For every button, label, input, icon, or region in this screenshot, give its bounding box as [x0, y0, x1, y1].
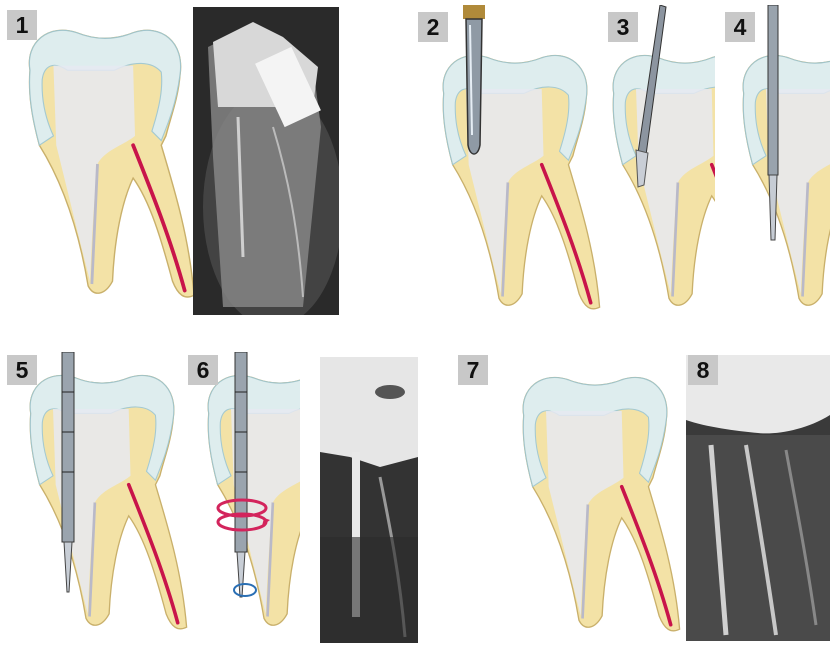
tooth-cross-section-icon — [500, 362, 690, 647]
radiograph-image — [320, 357, 418, 643]
tooth-cross-section-icon — [425, 40, 605, 325]
rotation-arrows-icon — [230, 578, 260, 602]
drill-bur-icon — [460, 5, 490, 165]
step-number-2: 2 — [418, 12, 448, 42]
step-number-6: 6 — [188, 355, 218, 385]
rotation-arrows-icon — [212, 490, 272, 540]
step-number-7: 7 — [458, 355, 488, 385]
step-7-tooth — [500, 362, 690, 647]
step-number-5: 5 — [7, 355, 37, 385]
step-number-3: 3 — [608, 12, 638, 42]
tooth-cross-section-icon — [10, 14, 200, 314]
step-number-1: 1 — [7, 10, 37, 40]
radiograph-image — [193, 7, 339, 315]
step-2-tooth — [425, 40, 605, 325]
tooth-cross-section-icon — [12, 360, 192, 645]
endodontic-file-icon — [231, 352, 251, 602]
step-number-4: 4 — [725, 12, 755, 42]
step-5-tooth — [12, 360, 192, 645]
endodontic-file-icon — [58, 352, 78, 612]
endodontic-file-icon — [763, 5, 783, 255]
step-number-8: 8 — [688, 355, 718, 385]
radiograph-image — [686, 355, 830, 641]
step-1-tooth — [10, 14, 200, 314]
